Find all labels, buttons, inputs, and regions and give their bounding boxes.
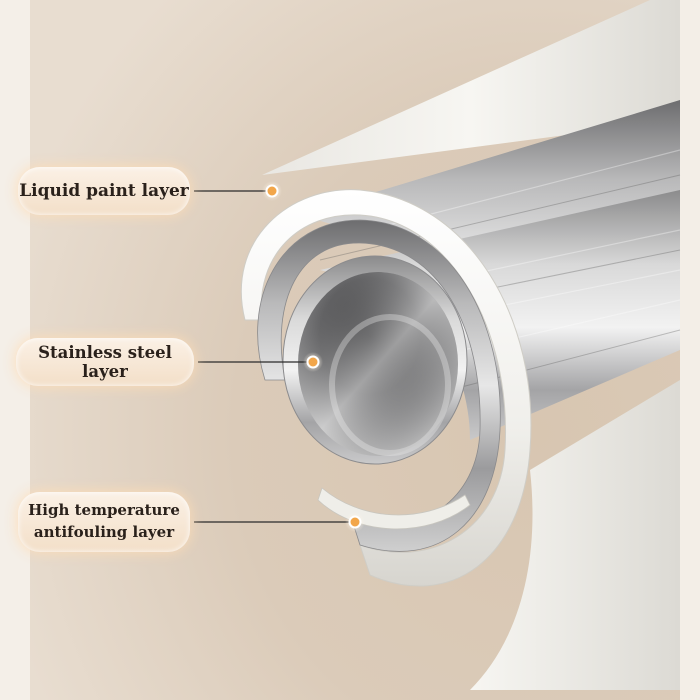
label-text: Stainless steel layer: [38, 343, 172, 381]
marker-dot-antifouling: [348, 515, 362, 529]
label-text: Liquid paint layer: [19, 181, 189, 201]
outer-steel-ring: [257, 219, 501, 552]
label-text-line-1: High temperature: [28, 501, 180, 520]
label-antifouling-layer: High temperature antifouling layer: [18, 492, 190, 552]
marker-dot-steel: [306, 355, 320, 369]
label-stainless-steel-layer: Stainless steel layer: [16, 338, 194, 386]
bore-reflection-ring: [329, 314, 451, 456]
marker-dot-paint: [265, 184, 279, 198]
right-frame-border: [680, 0, 700, 700]
paint-layer-ring: [240, 189, 532, 587]
bore-highlight: [298, 272, 458, 456]
label-text-line-2: antifouling layer: [33, 523, 175, 541]
label-liquid-paint-layer: Liquid paint layer: [18, 167, 190, 215]
paint-layer-body: [262, 0, 680, 690]
